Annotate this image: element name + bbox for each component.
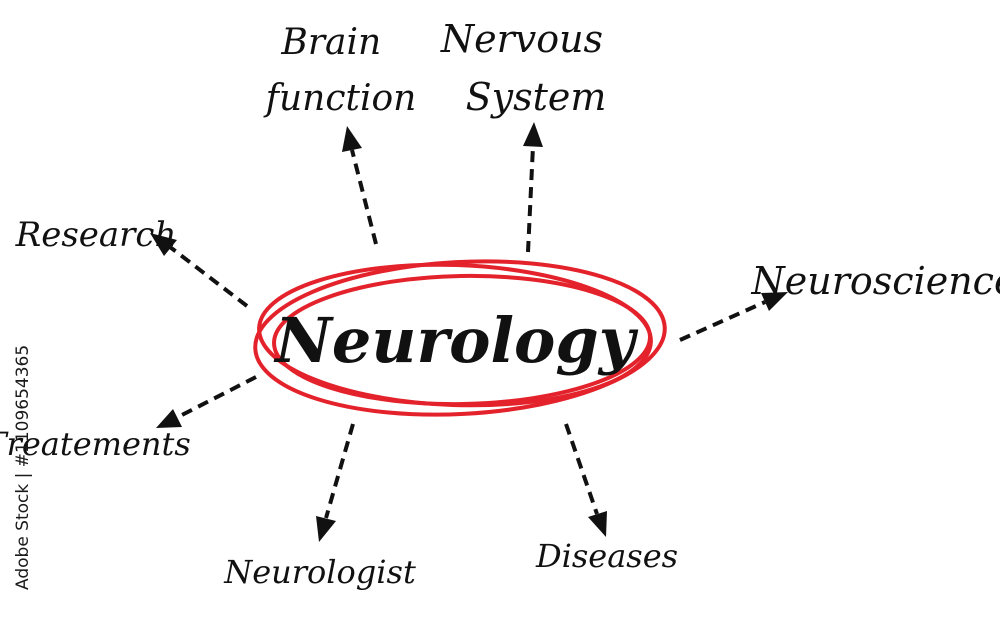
arrow-neuroscience <box>679 300 766 342</box>
node-nervous-system: Nervous System <box>440 17 615 119</box>
center-label: Neurology <box>273 304 638 377</box>
node-neurologist: Neurologist <box>223 553 416 591</box>
arrowhead-nervous-system <box>523 122 543 147</box>
center-ring-stroke-1 <box>253 259 667 417</box>
node-diseases: Diseases <box>535 537 678 575</box>
arrow-research <box>168 245 249 308</box>
arrowhead-treatements <box>156 409 182 428</box>
center-ring-stroke-3 <box>272 273 652 407</box>
node-neuroscience: Neuroscience <box>751 259 1000 303</box>
node-research: Research <box>15 215 177 255</box>
node-treatements: Treatements <box>0 425 191 463</box>
center-ring <box>253 259 667 417</box>
node-brain-function-line-1: Brain <box>280 22 381 63</box>
arrowhead-diseases <box>588 511 607 537</box>
node-labels: Brain function Nervous System Research N… <box>0 17 1000 591</box>
node-brain-function: Brain function <box>263 22 417 119</box>
node-nervous-system-line-1: Nervous <box>440 17 603 61</box>
arrowhead-research <box>150 233 177 256</box>
stock-watermark: Adobe Stock | #1109654365 <box>13 345 33 590</box>
arrow-brain-function <box>350 149 378 245</box>
arrowhead-neurologist <box>316 516 336 542</box>
arrowhead-neuroscience <box>761 292 788 311</box>
arrow-nervous-system <box>526 145 535 253</box>
node-nervous-system-line-2: System <box>466 75 607 119</box>
arrowhead-brain-function <box>342 126 362 152</box>
arrow-diseases <box>564 423 599 515</box>
arrows <box>150 122 788 542</box>
node-brain-function-line-2: function <box>263 78 417 119</box>
arrow-neurologist <box>324 423 355 519</box>
arrow-treatements <box>177 375 257 419</box>
